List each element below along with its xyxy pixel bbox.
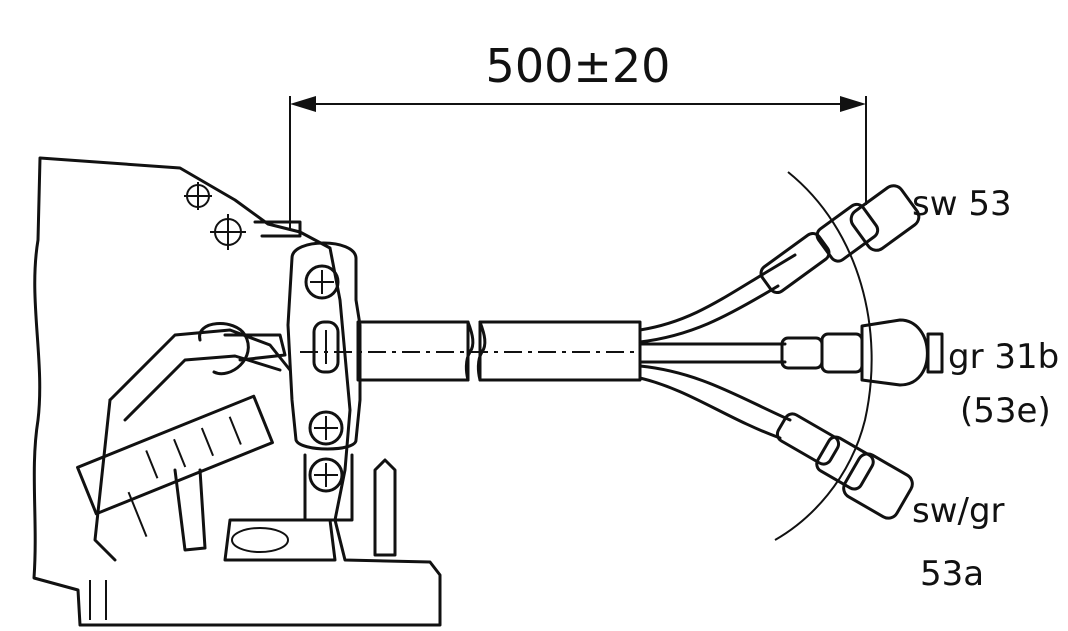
section-arc [774, 171, 873, 541]
clamp-screw-top [304, 264, 340, 300]
label-bottom-plug-line2: 53a [920, 554, 984, 594]
dimension-value: 500±20 [486, 39, 671, 93]
clamp-screw-middle [308, 410, 344, 446]
plug-middle [780, 318, 944, 387]
label-middle-plug-line2: (53e) [960, 391, 1051, 431]
fastener-top-left [184, 182, 212, 210]
dimension-annotation: 500±20 [289, 39, 867, 230]
actuator-assembly [76, 322, 397, 562]
fastener-top-right [210, 214, 246, 250]
cable-clamp [286, 241, 362, 522]
cable-branches [638, 253, 797, 440]
mounting-housing [32, 156, 442, 627]
cable-sleeve [300, 320, 642, 382]
clamp-screw-bottom [308, 457, 344, 493]
plug-top [759, 184, 921, 295]
label-bottom-plug-line1: sw/gr [912, 491, 1005, 531]
plug-bottom [775, 412, 914, 520]
label-middle-plug-line1: gr 31b [948, 337, 1059, 377]
label-top-plug: sw 53 [912, 184, 1012, 224]
